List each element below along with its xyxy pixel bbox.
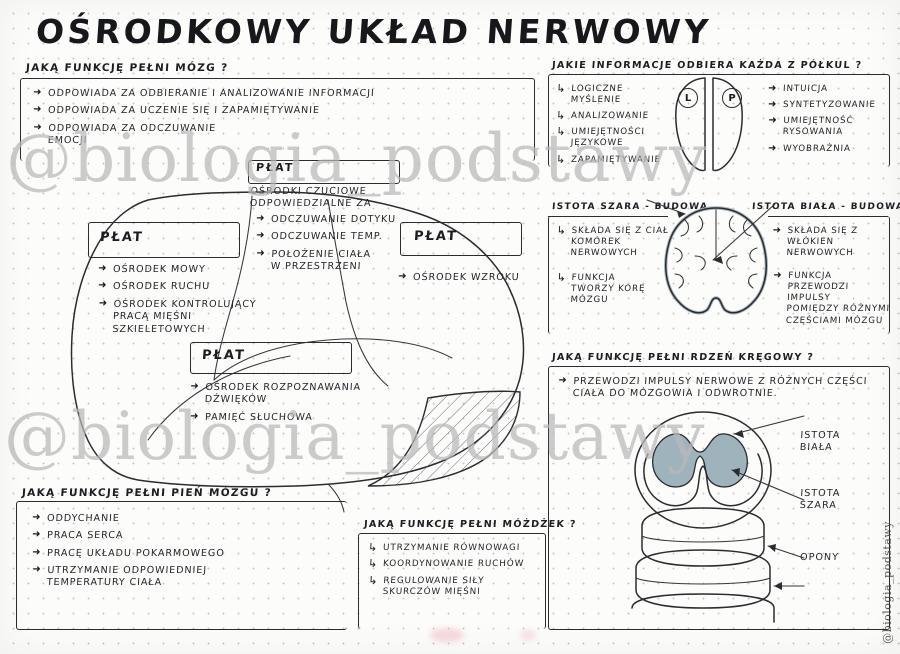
list-item: ODDYCHANIE bbox=[32, 513, 333, 525]
question-cerebellum: JAKĄ FUNKCJĘ PEŁNI MÓŻDŻEK ? bbox=[363, 519, 578, 530]
list-white-matter: SKŁADA SIĘ Z WŁÓKIEN NERWOWYCH FUNKCJA P… bbox=[772, 226, 892, 332]
question-brainstem: JAKĄ FUNKCJĘ PEŁNI PIEŃ MÓZGU ? bbox=[21, 487, 273, 499]
list-item: FUNKCJA PRZEWODZI IMPULSY POMIĘDZY RÓŻNY… bbox=[771, 271, 894, 327]
list-item: ODPOWIADA ZA ODBIERANIE I ANALIZOWANIE I… bbox=[33, 88, 534, 100]
list-item: SYNTETYZOWANIE bbox=[768, 100, 891, 111]
list-item: OŚRODEK WZROKU bbox=[398, 272, 549, 284]
box-lobe-parietal bbox=[248, 160, 400, 184]
list-hemisphere-right: INTUICJA SYNTETYZOWANIE UMIEJĘTNOŚĆ RYSO… bbox=[768, 84, 890, 160]
paper-smudge bbox=[430, 628, 464, 642]
box-matter-top-left bbox=[548, 216, 668, 217]
list-item: LOGICZNE MYŚLENIE bbox=[555, 84, 661, 106]
page-title: OŚRODKOWY UKŁAD NERWOWY bbox=[34, 12, 713, 51]
box-lobe-frontal bbox=[88, 222, 240, 258]
list-item: OŚRODEK KONTROLUJĄCY PRACĄ MIĘŚNI SZKIEL… bbox=[97, 299, 259, 336]
label-lobe-occipital: PŁAT bbox=[413, 229, 459, 244]
list-item: POŁOŻENIE CIAŁA W PRZESTRZENI bbox=[255, 249, 406, 274]
box-spinal-cord bbox=[548, 366, 890, 630]
list-lobe-frontal: OŚRODEK MOWY OŚRODEK RUCHU OŚRODEK KONTR… bbox=[98, 264, 258, 340]
label-spinal-white-matter: ISTOTA BIAŁA bbox=[799, 430, 841, 454]
list-item: UTRZYMANIE RÓWNOWAGI bbox=[368, 543, 549, 554]
question-spinal-cord: JAKĄ FUNKCJĘ PEŁNI RDZEŃ KRĘGOWY ? bbox=[551, 352, 815, 363]
list-lobe-parietal: ODCZUWANIE DOTYKU ODCZUWANIE TEMP. POŁOŻ… bbox=[256, 214, 406, 278]
list-item: ODCZUWANIE DOTYKU bbox=[256, 214, 407, 226]
list-item: OŚRODEK RUCHU bbox=[98, 281, 259, 293]
list-item: PRACA SERCA bbox=[32, 530, 333, 542]
paper-smudge-2 bbox=[520, 630, 536, 640]
signature-vertical: @biologia_podstawy bbox=[881, 521, 894, 644]
list-item: INTUICJA bbox=[768, 84, 891, 95]
list-item: PRACĘ UKŁADU POKARMOWEGO bbox=[32, 548, 333, 560]
label-spinal-meninges: OPONY bbox=[799, 552, 840, 563]
watermark-bottom: @biologia_podstawy bbox=[4, 398, 706, 475]
label-spinal-gray-matter: ISTOTA SZARA bbox=[799, 488, 841, 512]
box-lobe-occipital bbox=[400, 222, 522, 256]
watermark-top: @biologia_podstawy bbox=[6, 120, 708, 197]
brain-cross-section-diagram bbox=[646, 199, 776, 315]
list-item: KOORDYNOWANIE RUCHÓW bbox=[368, 559, 549, 570]
question-brain-function: JAKĄ FUNKCJĘ PEŁNI MÓZG ? bbox=[25, 62, 229, 74]
box-matter-top-right bbox=[768, 216, 888, 217]
box-brain-function bbox=[20, 78, 535, 161]
list-item: SKŁADA SIĘ Z WŁÓKIEN NERWOWYCH bbox=[771, 226, 893, 259]
list-item: ODCZUWANIE TEMP. bbox=[256, 231, 407, 243]
box-lobe-temporal bbox=[190, 342, 352, 374]
list-item: ODPOWIADA ZA UCZENIE SIĘ I ZAPAMIĘTYWANI… bbox=[33, 105, 534, 117]
list-item: WYOBRAŹNIA bbox=[768, 144, 891, 155]
list-item: PRZEWODZI IMPULSY NERWOWE Z RÓŻNYCH CZĘŚ… bbox=[557, 376, 888, 401]
list-lobe-occipital: OŚRODEK WZROKU bbox=[398, 272, 548, 289]
brain-illustration bbox=[70, 191, 525, 513]
list-item: OŚRODEK MOWY bbox=[98, 264, 259, 276]
list-item: UMIEJĘTNOŚĆ RYSOWANIA bbox=[767, 116, 890, 138]
label-left-hemisphere: L bbox=[678, 88, 698, 108]
label-lobe-frontal: PŁAT bbox=[99, 230, 145, 245]
list-brainstem: ODDYCHANIE PRACA SERCA PRACĘ UKŁADU POKA… bbox=[32, 513, 332, 594]
list-item: REGULOWANIE SIŁY SKURCZÓW MIĘŚNI bbox=[367, 576, 548, 599]
spinal-cord-diagram bbox=[631, 411, 805, 623]
label-lobe-temporal: PŁAT bbox=[201, 348, 247, 363]
box-brainstem bbox=[16, 501, 347, 630]
label-right-hemisphere: P bbox=[722, 88, 742, 108]
list-item: UTRZYMANIE ODPOWIEDNIEJ TEMPERATURY CIAŁ… bbox=[31, 565, 332, 590]
list-cerebellum: UTRZYMANIE RÓWNOWAGI KOORDYNOWANIE RUCHÓ… bbox=[368, 543, 548, 603]
